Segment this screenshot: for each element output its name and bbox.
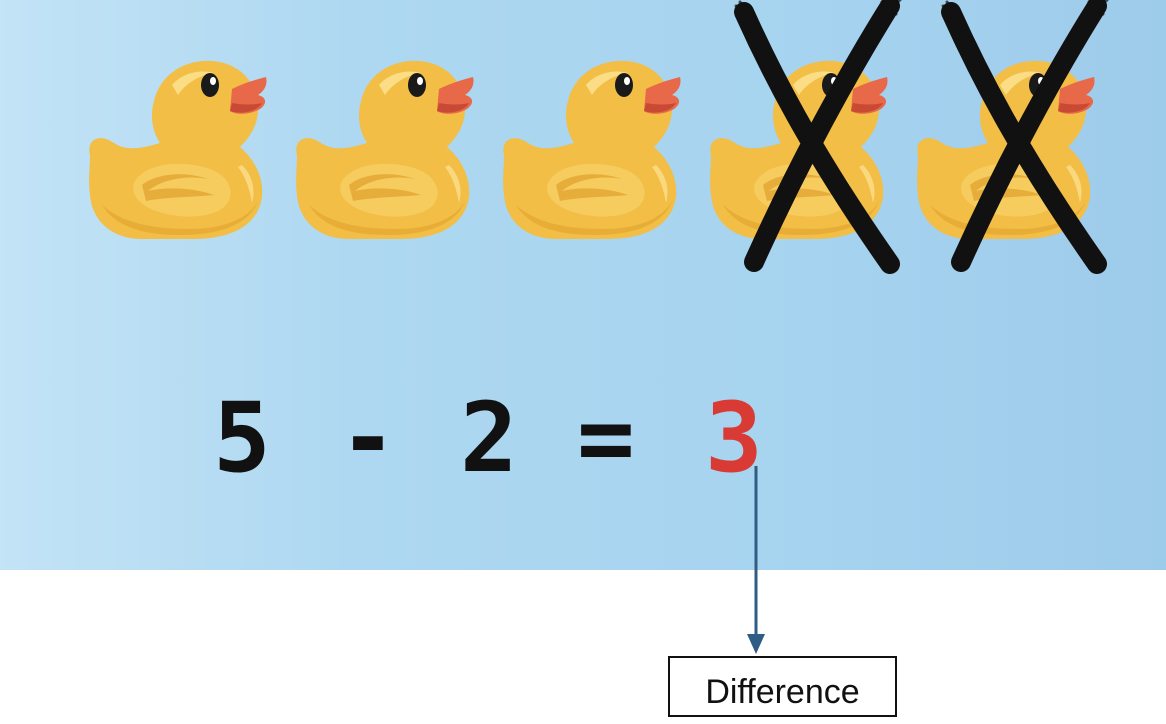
subtrahend: 2	[460, 382, 518, 494]
illustration-panel: 5 - 2 = 3	[0, 0, 1166, 570]
duck-icon	[296, 60, 474, 239]
minus-sign: -	[339, 382, 397, 494]
cross-out-mark	[937, 0, 1117, 280]
difference-value: 3	[705, 382, 763, 494]
cross-out-mark	[730, 0, 910, 280]
equals-sign: =	[577, 382, 635, 494]
difference-label-box: Difference	[668, 656, 897, 717]
duck-icon	[503, 60, 681, 239]
difference-label: Difference	[705, 673, 860, 711]
minuend: 5	[213, 382, 271, 494]
duck-icon	[89, 60, 267, 239]
